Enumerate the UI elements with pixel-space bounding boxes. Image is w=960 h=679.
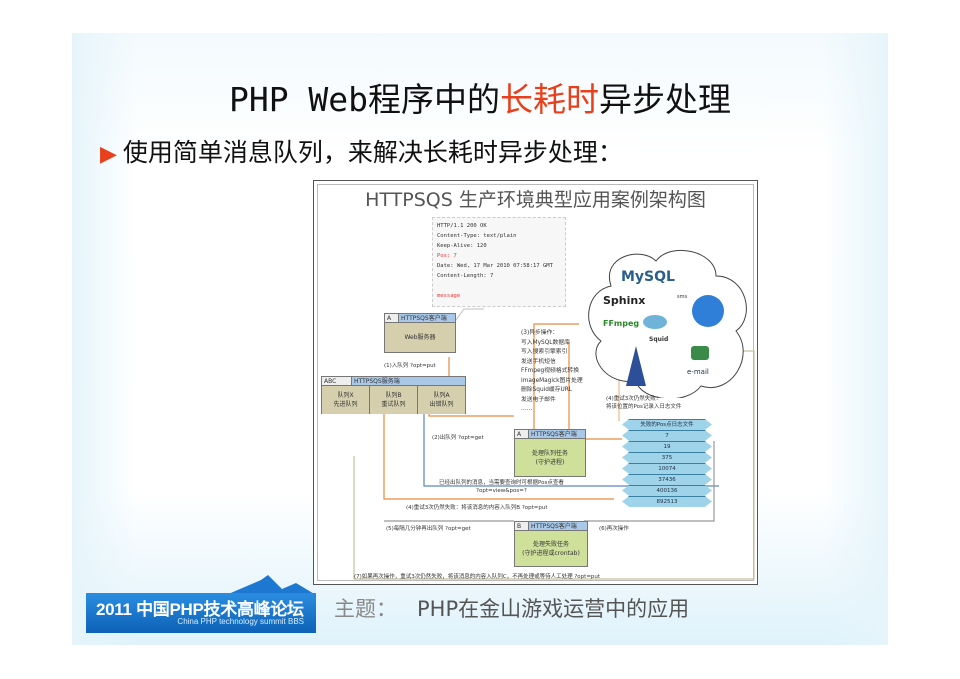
diagram-title: HTTPSQS 生产环境典型应用案例架构图: [365, 189, 706, 211]
response-line: message: [437, 293, 461, 299]
bullet-point: ▶使用简单消息队列，来解决长耗时异步处理：: [100, 133, 623, 169]
log-entry: 400136: [622, 485, 712, 496]
wizard-icon: [626, 346, 646, 386]
log-entry: 7: [622, 430, 712, 441]
response-line: HTTP/1.1 200 OK: [437, 223, 487, 229]
sphinx-logo: Sphinx: [603, 294, 645, 307]
email-icon: [691, 346, 709, 360]
mascot-icon: [692, 295, 724, 327]
log-entry: 10074: [622, 463, 712, 474]
subject-text: PHP在金山游戏运营中的应用: [417, 597, 690, 621]
http-response-box: HTTP/1.1 200 OK Content-Type: text/plain…: [432, 217, 566, 307]
pos-log-stack: 失败的Pos点日志文件 7 19 375 10074 37436 400136 …: [622, 419, 712, 507]
box-header: HTTPSQS客户端: [531, 431, 577, 438]
box-id: A: [385, 314, 399, 322]
email-logo: e-mail: [687, 368, 709, 376]
slide: PHP Web程序中的长耗时异步处理 ▶使用简单消息队列，来解决长耗时异步处理：…: [72, 33, 888, 645]
slide-subject: 主题： PHP在金山游戏运营中的应用: [334, 593, 689, 623]
box-id: ABC: [322, 377, 352, 385]
log-entry: 19: [622, 441, 712, 452]
conference-logo: 2011 中国PHP技术高峰论坛 China PHP technology su…: [86, 575, 316, 633]
box-header: HTTPSQS客户端: [531, 523, 577, 530]
mountain-icon: [226, 575, 316, 595]
box-header: HTTPSQS服务端: [354, 378, 400, 385]
architecture-diagram: HTTPSQS 生产环境典型应用案例架构图 HTTP/1.1 200 OK Co…: [313, 180, 758, 585]
response-line: Content-Length: 7: [437, 273, 494, 279]
response-line: Keep-Alive: 120: [437, 243, 487, 249]
log-entry: 892513: [622, 496, 712, 507]
sms-logo: sms: [677, 294, 687, 300]
box-id: B: [515, 522, 529, 530]
logo-title: 2011 中国PHP技术高峰论坛: [96, 600, 304, 619]
final-label: (7)如果再次操作，重试3次仍然失败，将该消息的内容入队列C，不再处理或等待人工…: [354, 574, 601, 580]
retry-label: (4)重试3次仍然失败：将该消息的内容入队列B ?opt=put: [406, 505, 548, 511]
triangle-bullet-icon: ▶: [100, 142, 117, 167]
box-header: HTTPSQS客户端: [401, 315, 447, 322]
title-highlight: 长耗时: [500, 80, 600, 119]
response-line: Pos: 7: [437, 253, 457, 259]
subject-key: 主题：: [334, 597, 397, 621]
response-line: Date: Wed, 17 Mar 2010 07:58:17 GMT: [437, 263, 553, 269]
ffmpeg-logo: FFmpeg: [603, 319, 639, 328]
bullet-text: 使用简单消息队列，来解决长耗时异步处理：: [122, 138, 623, 167]
slide-title: PHP Web程序中的长耗时异步处理: [72, 73, 888, 121]
squid-icon: [643, 315, 667, 329]
logo-subtitle: China PHP technology summit BBS: [177, 617, 304, 626]
view-label: 已经出队列的消息，当需要查询时可根据Pos点查看?opt=view&pos=?: [439, 480, 564, 494]
enqueue-label: (1)入队列 ?opt=put: [384, 363, 436, 369]
log-entry: 37436: [622, 474, 712, 485]
retry-op-label: (6)再次操作: [599, 526, 629, 532]
services-cloud: MySQL Sphinx FFmpeg Squid sms e-mail: [588, 249, 747, 398]
mysql-logo: MySQL: [621, 269, 675, 285]
dequeue-label: (2)出队列 ?opt=get: [432, 435, 484, 441]
box-body: Web服务器: [404, 334, 436, 341]
title-part: 异步处理: [599, 80, 732, 119]
box-id: A: [515, 430, 529, 438]
title-part: PHP Web程序中的: [228, 80, 501, 119]
squid-logo: Squid: [649, 336, 668, 343]
log-entry: 失败的Pos点日志文件: [622, 419, 712, 430]
log-entry: 375: [622, 452, 712, 463]
fail-label: (4)重试3次仍然失败：将该位置的Pos记录入日志文件: [606, 396, 682, 410]
retry-worker-label: (5)每隔几分钟再出队列 ?opt=get: [386, 526, 471, 532]
response-line: Content-Type: text/plain: [437, 233, 517, 239]
